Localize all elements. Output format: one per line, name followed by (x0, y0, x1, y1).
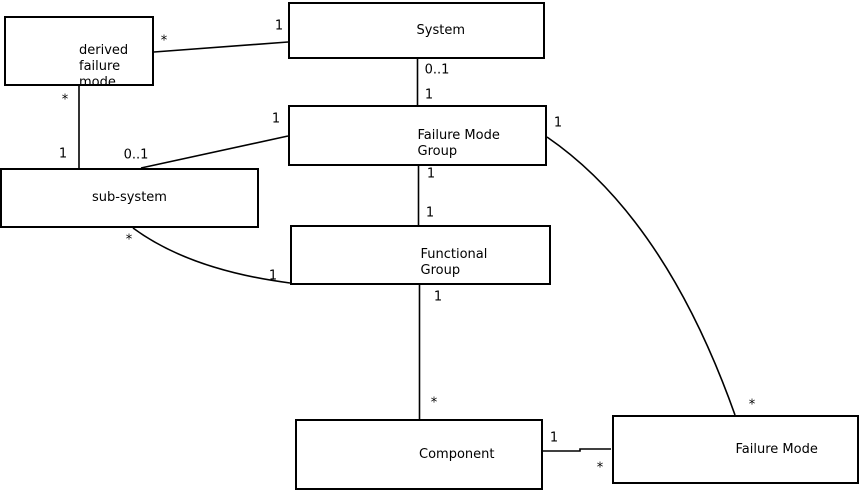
entity-label: Failure Mode (736, 442, 818, 458)
entity-label-line: Functional (420, 247, 488, 262)
entity-label-line: Component (419, 446, 495, 462)
entity-label: System (417, 23, 465, 39)
entity-label: Component (419, 447, 494, 463)
entity-system: System (288, 2, 545, 59)
multiplicity-fg-component-near-component: * (430, 395, 438, 411)
entity-label: Functional Group (421, 247, 488, 279)
entity-label-line: Failure Mode (735, 441, 818, 457)
multiplicity-dfm-subsystem-near-subsystem: 1 (58, 146, 68, 162)
edge-derived-failure-mode-system (153, 41, 289, 53)
entity-label-line: mode (79, 75, 116, 90)
multiplicity-subsystem-fg-near-fg: 1 (268, 268, 278, 284)
entity-functional-group: Functional Group (290, 225, 551, 285)
entity-derived-failure-mode: derived failure mode (4, 16, 154, 90)
entity-label-line: Failure Mode (417, 127, 500, 143)
entity-label-line: sub-system (92, 190, 167, 205)
multiplicity-fmg-fg-near-fg: 1 (425, 205, 435, 221)
entity-label-line: derived (79, 43, 129, 58)
entity-failure-mode-group: Failure Mode Group (288, 105, 547, 166)
edge-sub-system-functional-group (132, 227, 291, 284)
multiplicity-component-fm-near-component: 1 (549, 430, 559, 446)
multiplicity-component-fm-near-fm: * (596, 460, 604, 476)
multiplicity-dfm-system-near-system: 1 (274, 18, 284, 34)
multiplicity-subsystem-fmg-near-fmg: 1 (271, 111, 281, 127)
entity-label: sub-system (2, 190, 257, 206)
multiplicity-subsystem-fmg-near-subsystem: 0..1 (123, 147, 149, 163)
entity-failure-mode: Failure Mode (612, 415, 859, 484)
multiplicity-fmg-fm-near-fmg: 1 (553, 115, 563, 131)
multiplicity-system-fmg-near-system: 0..1 (424, 62, 450, 78)
multiplicity-fg-component-near-fg: 1 (433, 289, 443, 305)
entity-label: derived failure mode (79, 43, 128, 91)
entity-label-line: failure (79, 59, 121, 74)
edge-sub-system-failure-mode-group (140, 135, 289, 169)
edge-component-failure-mode (543, 448, 611, 452)
multiplicity-dfm-subsystem-near-dfm: * (61, 92, 69, 108)
entity-sub-system: sub-system (0, 168, 259, 228)
edge-failure-mode-group-failure-mode (546, 136, 736, 416)
multiplicity-dfm-system-near-dfm: * (160, 33, 168, 49)
multiplicity-system-fmg-near-fmg: 1 (424, 87, 434, 103)
entity-label-line: Group (417, 143, 458, 159)
multiplicity-subsystem-fg-near-subsystem: * (125, 232, 133, 248)
entity-label: Failure Mode Group (418, 128, 500, 160)
multiplicity-fmg-fg-near-fmg: 1 (426, 166, 436, 182)
multiplicity-fmg-fm-near-fm: * (748, 397, 756, 413)
entity-label-line: Group (420, 263, 461, 278)
entity-label-line: System (416, 22, 465, 38)
entity-component: Component (295, 419, 543, 490)
